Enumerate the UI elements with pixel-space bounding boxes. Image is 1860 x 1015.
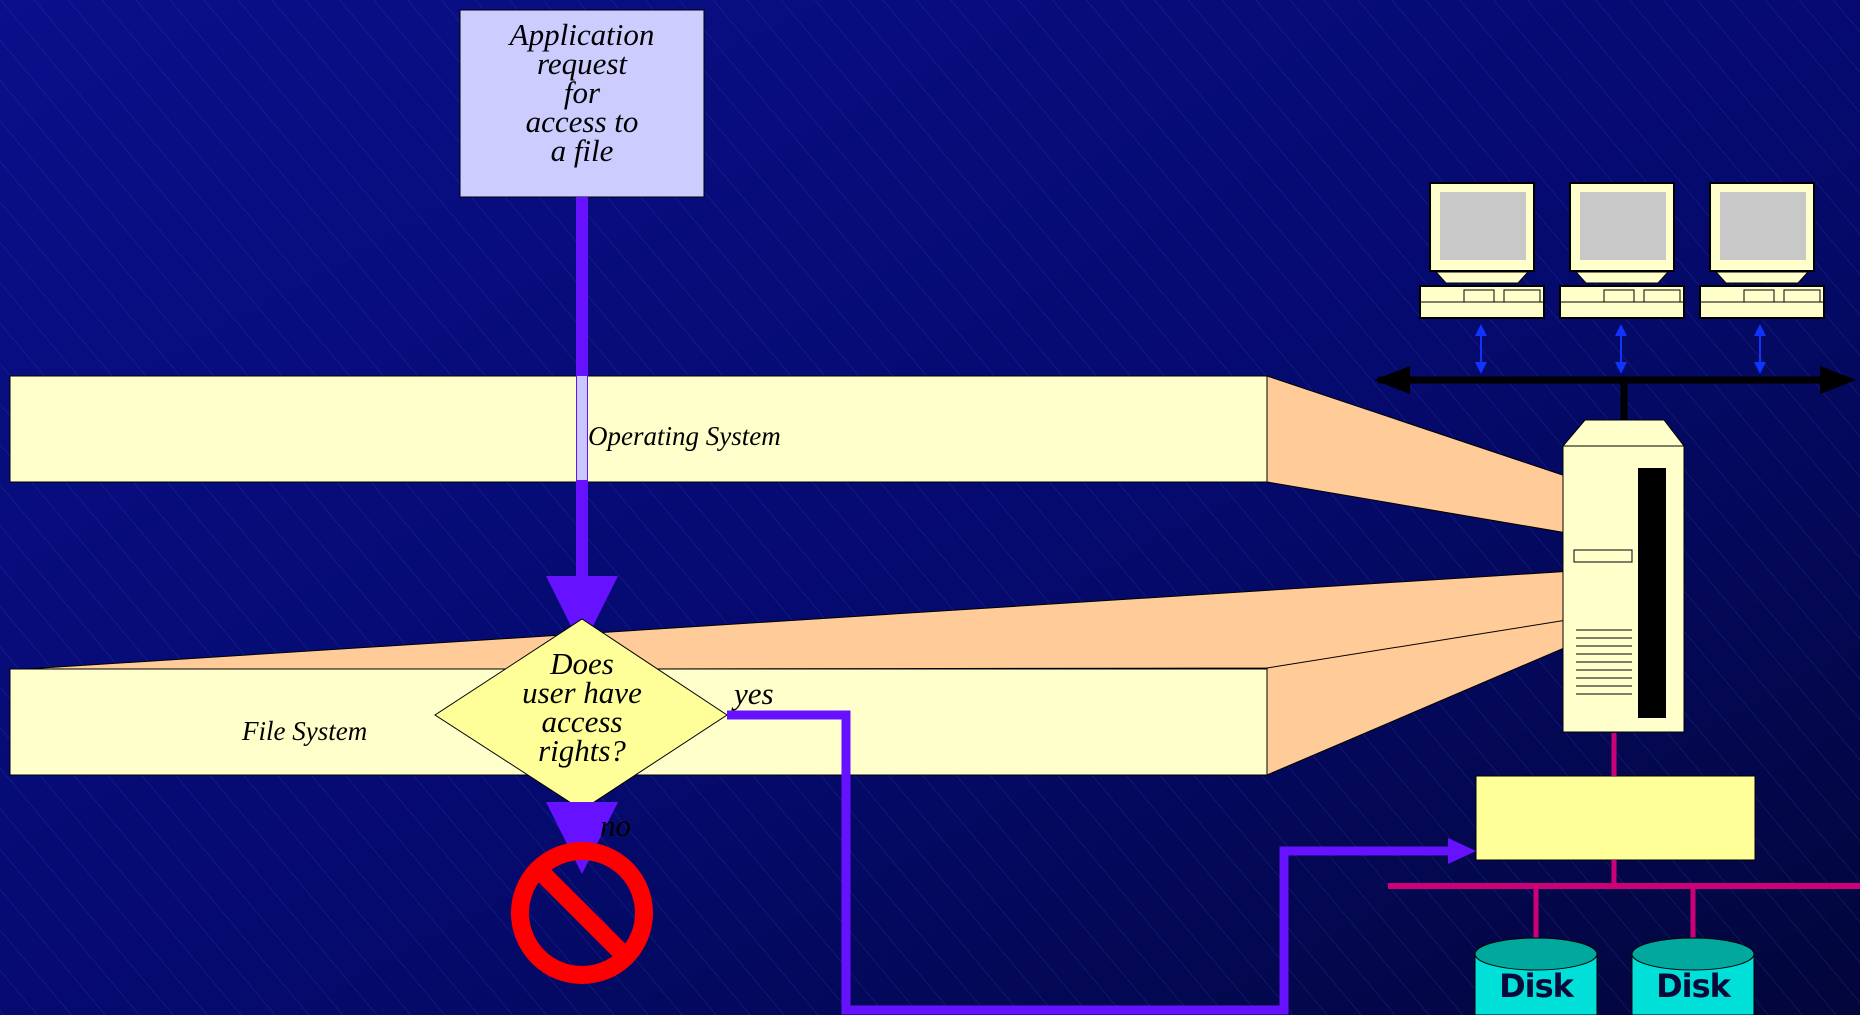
workstation-icon (1420, 183, 1544, 318)
request-line: for (510, 78, 655, 107)
decision-line: Does (492, 649, 672, 678)
decision-line: rights? (492, 736, 672, 765)
workstation-icon (1700, 183, 1824, 318)
disk-controller-box (1476, 776, 1755, 860)
request-line: a file (510, 136, 655, 165)
decision-line: user have (492, 678, 672, 707)
decision-label: Does user have access rights? (492, 649, 672, 765)
disk-label: Disk (1633, 967, 1753, 1005)
disk-label: Disk (1476, 967, 1596, 1005)
no-label: no (600, 808, 631, 844)
os-pass-through (577, 376, 587, 480)
yes-label: yes (734, 676, 774, 712)
workstation-icon (1560, 183, 1684, 318)
request-box-label: Application request for access to a file (460, 10, 704, 195)
operating-system-label: Operating System (588, 421, 781, 452)
request-line: access to (510, 107, 655, 136)
server-tower-icon (1563, 420, 1684, 732)
decision-line: access (492, 707, 672, 736)
request-line: Application (510, 20, 655, 49)
request-line: request (510, 49, 655, 78)
file-system-label: File System (242, 716, 367, 747)
